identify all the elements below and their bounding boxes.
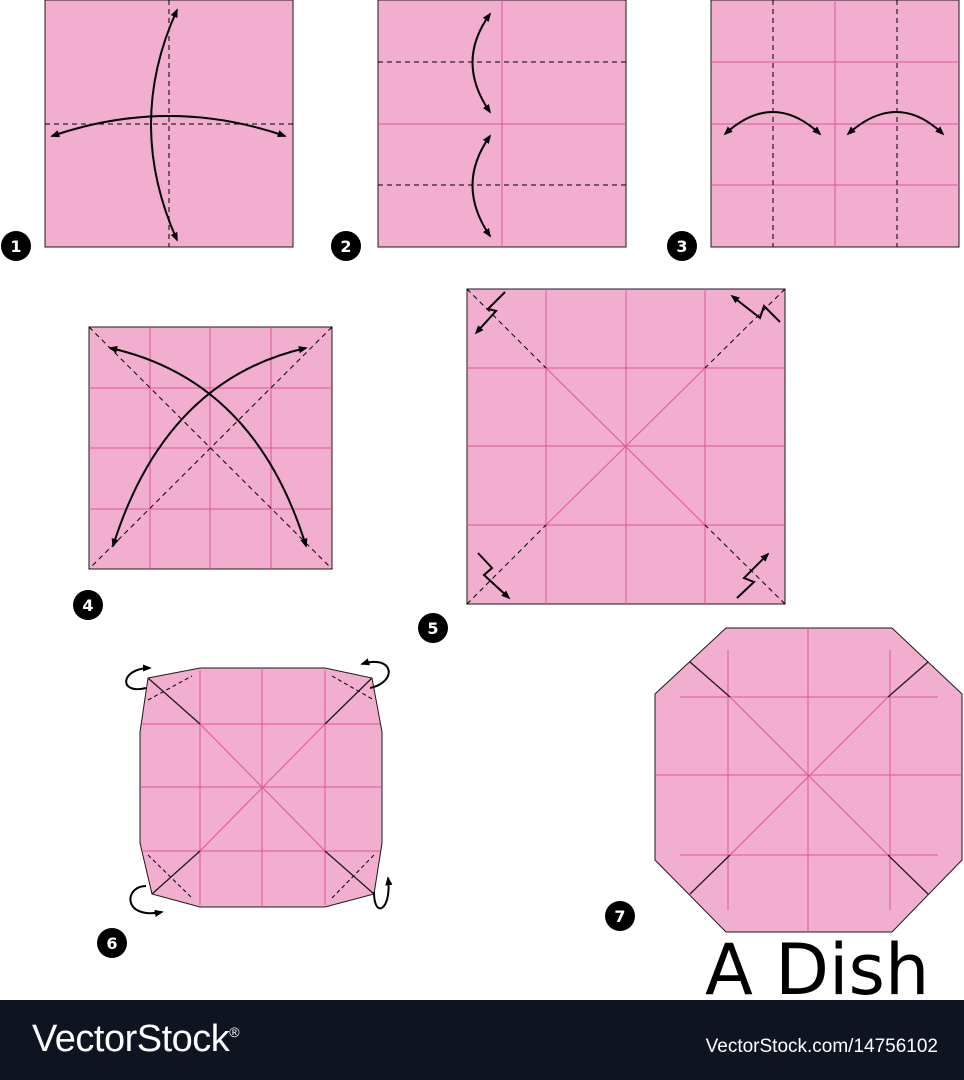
step-number-5: 5 (418, 613, 448, 643)
brand-name: VectorStock (32, 1018, 230, 1060)
step-4-diagram (88, 326, 333, 570)
step-5-diagram (466, 288, 786, 605)
step-number-2-label: 2 (340, 237, 351, 256)
step-number-3: 3 (667, 231, 697, 261)
step-number-4: 4 (73, 590, 103, 620)
step-number-7-label: 7 (614, 907, 625, 926)
step-6-diagram (125, 658, 393, 917)
step-number-4-label: 4 (82, 596, 93, 615)
step-3-diagram (710, 0, 960, 248)
image-id-text: VectorStock.com/14756102 (705, 1036, 938, 1057)
origami-diagram: 1 2 3 4 5 6 7 (1, 0, 963, 958)
step-number-1-label: 1 (10, 237, 21, 256)
step-number-6: 6 (97, 928, 127, 958)
step-1-diagram (44, 0, 294, 248)
watermark-footer: VectorStock® VectorStock.com/14756102 (0, 1000, 964, 1080)
diagram-title: A Dish (705, 929, 930, 1011)
brand-logo: VectorStock® (32, 1018, 240, 1061)
step-number-7: 7 (605, 901, 635, 931)
step-2-diagram (377, 0, 627, 248)
step-number-1: 1 (1, 231, 31, 261)
trademark-symbol: ® (229, 1024, 240, 1040)
step-number-3-label: 3 (676, 237, 687, 256)
step-number-6-label: 6 (106, 934, 117, 953)
step-number-5-label: 5 (427, 619, 438, 638)
step-7-diagram (654, 627, 963, 933)
step-number-2: 2 (331, 231, 361, 261)
